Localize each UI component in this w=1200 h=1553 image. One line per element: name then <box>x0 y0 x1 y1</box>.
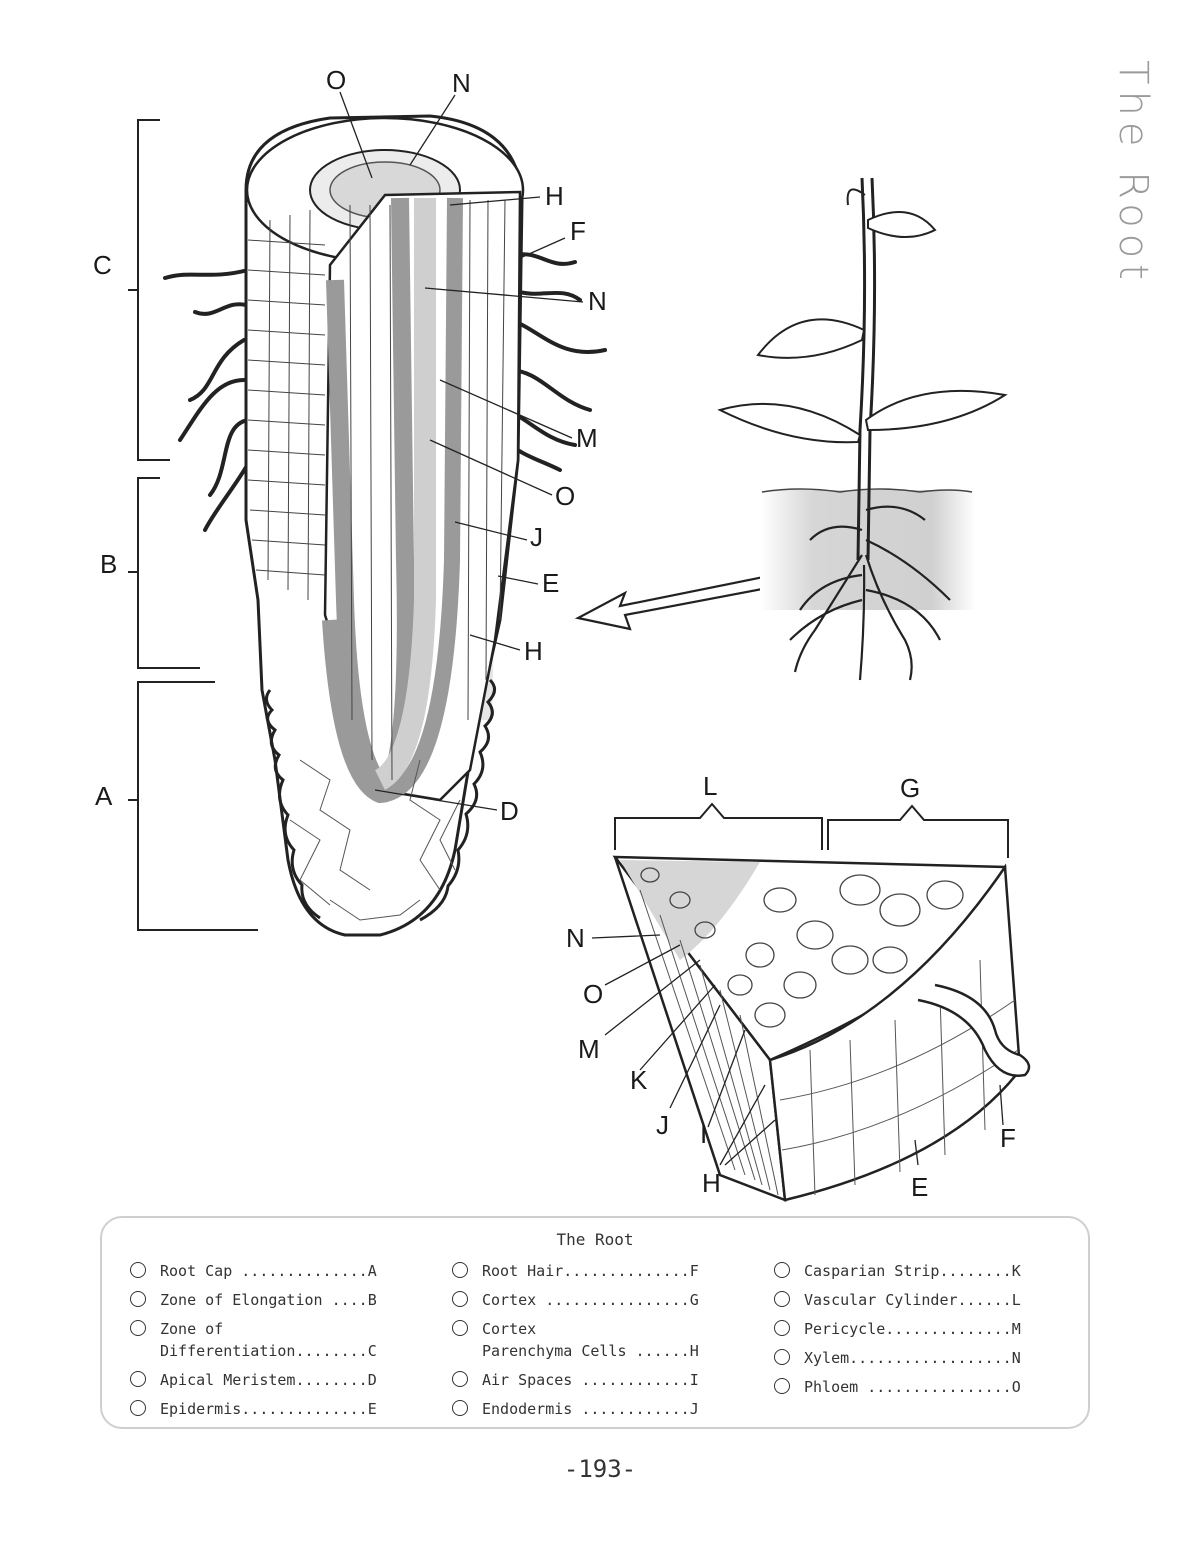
label-b: B <box>100 549 117 579</box>
legend-item-air-spaces[interactable]: Air Spaces ............I <box>452 1369 699 1391</box>
legend-item-phloem[interactable]: Phloem ................O <box>774 1376 1021 1398</box>
legend-item-cortex[interactable]: Cortex ................G <box>452 1289 699 1311</box>
section-label-k: K <box>630 1065 648 1095</box>
label-n-side: N <box>588 286 607 316</box>
color-circle-icon[interactable] <box>452 1400 468 1416</box>
whole-plant-illustration <box>717 177 1008 681</box>
legend-item-zone-of-elongation[interactable]: Zone of Elongation ....B <box>130 1289 377 1311</box>
legend-item-apical-meristem[interactable]: Apical Meristem........D <box>130 1369 377 1391</box>
legend-item-pericycle[interactable]: Pericycle..............M <box>774 1318 1021 1340</box>
legend-box: The Root Root Cap ..............A Zone o… <box>100 1216 1090 1429</box>
section-leader-lines <box>591 934 1004 1166</box>
label-j: J <box>530 522 543 552</box>
label-c: C <box>93 250 112 280</box>
section-label-n: N <box>566 923 585 953</box>
label-a: A <box>95 781 113 811</box>
section-letter-labels: L G N O M K J I H E F <box>566 771 1016 1202</box>
legend-item-endodermis[interactable]: Endodermis ............J <box>452 1398 699 1420</box>
label-h-lower: H <box>524 636 543 666</box>
label-e: E <box>542 568 559 598</box>
label-f: F <box>570 216 586 246</box>
label-h-upper: H <box>545 181 564 211</box>
legend-item-xylem[interactable]: Xylem..................N <box>774 1347 1021 1369</box>
bracket-b <box>128 477 200 669</box>
section-label-g: G <box>900 773 920 803</box>
root-leader-lines <box>339 91 584 811</box>
legend-column-1: Root Cap ..............A Zone of Elongat… <box>130 1260 377 1427</box>
section-label-h: H <box>702 1168 721 1198</box>
label-d: D <box>500 796 519 826</box>
label-n-top: N <box>452 68 471 98</box>
color-circle-icon[interactable] <box>130 1320 146 1336</box>
section-label-f: F <box>1000 1123 1016 1153</box>
legend-column-3: Casparian Strip........K Vascular Cylind… <box>774 1260 1021 1405</box>
legend-item-casparian-strip[interactable]: Casparian Strip........K <box>774 1260 1021 1282</box>
legend-item-cortex-parenchyma-cells[interactable]: Cortex Parenchyma Cells ......H <box>452 1318 699 1362</box>
label-o-top: O <box>326 65 346 95</box>
color-circle-icon[interactable] <box>130 1371 146 1387</box>
bracket-a <box>128 681 258 931</box>
root-letter-labels: O N H F N M O J E H D C B A <box>93 65 607 826</box>
color-circle-icon[interactable] <box>774 1291 790 1307</box>
color-circle-icon[interactable] <box>452 1291 468 1307</box>
color-circle-icon[interactable] <box>452 1262 468 1278</box>
color-circle-icon[interactable] <box>130 1400 146 1416</box>
color-circle-icon[interactable] <box>774 1320 790 1336</box>
color-circle-icon[interactable] <box>774 1262 790 1278</box>
legend-title: The Root <box>556 1230 634 1249</box>
zone-brackets <box>128 119 258 931</box>
root-cross-section-wedge <box>612 802 1031 1202</box>
bracket-c <box>128 119 170 461</box>
section-label-l: L <box>703 771 717 801</box>
color-circle-icon[interactable] <box>452 1371 468 1387</box>
section-label-o: O <box>583 979 603 1009</box>
section-label-i: I <box>700 1119 707 1149</box>
legend-item-vascular-cylinder[interactable]: Vascular Cylinder......L <box>774 1289 1021 1311</box>
legend-item-zone-of-differentiation[interactable]: Zone of Differentiation........C <box>130 1318 377 1362</box>
color-circle-icon[interactable] <box>130 1291 146 1307</box>
legend-column-2: Root Hair..............F Cortex ........… <box>452 1260 699 1427</box>
section-label-j: J <box>656 1110 669 1140</box>
section-label-m: M <box>578 1034 600 1064</box>
legend-item-root-cap[interactable]: Root Cap ..............A <box>130 1260 377 1282</box>
label-m: M <box>576 423 598 453</box>
color-circle-icon[interactable] <box>774 1349 790 1365</box>
color-circle-icon[interactable] <box>130 1262 146 1278</box>
legend-item-epidermis[interactable]: Epidermis..............E <box>130 1398 377 1420</box>
label-o-side: O <box>555 481 575 511</box>
color-circle-icon[interactable] <box>452 1320 468 1336</box>
section-label-e: E <box>911 1172 928 1202</box>
root-longitudinal-section <box>244 114 525 937</box>
side-title: The Root <box>1109 60 1156 286</box>
legend-item-root-hair[interactable]: Root Hair..............F <box>452 1260 699 1282</box>
page-number: -193- <box>563 1455 637 1483</box>
color-circle-icon[interactable] <box>774 1378 790 1394</box>
